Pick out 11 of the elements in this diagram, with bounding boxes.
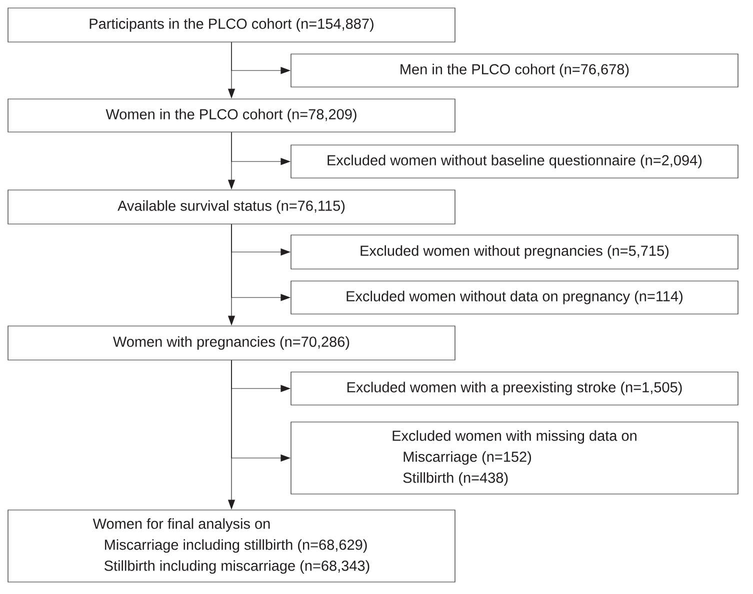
process-box: Excluded women without data on pregnancy (n=114) xyxy=(290,280,738,314)
process-box: Men in the PLCO cohort (n=76,678) xyxy=(290,54,738,88)
process-box: Excluded women with a preexisting stroke (n=1,505) xyxy=(290,372,738,406)
process-box: Excluded women with missing data on Miscarriage (n=152) Stillbirth (n=438) xyxy=(290,422,738,494)
process-box: Women in the PLCO cohort (n=78,209) xyxy=(8,98,456,132)
process-box: Women with pregnancies (n=70,286) xyxy=(8,326,456,360)
process-box: Available survival status (n=76,115) xyxy=(8,190,456,224)
process-box: Excluded women without pregnancies (n=5,715) xyxy=(290,234,738,270)
process-box: Participants in the PLCO cohort (n=154,887) xyxy=(8,8,456,42)
process-box: Excluded women without baseline questionnaire (n=2,094) xyxy=(290,144,738,178)
process-box: Women for final analysis on Miscarriage including stillbirth (n=68,629) Stillbirth including miscarriage (n=68,343) xyxy=(8,510,456,582)
